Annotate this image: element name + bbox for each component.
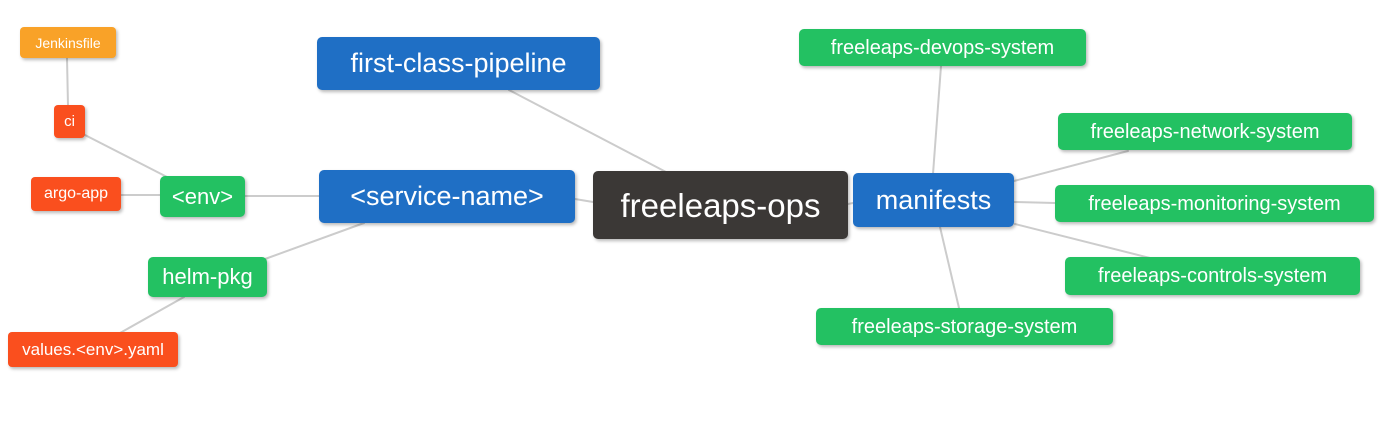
node-ci[interactable]: ci [54,105,85,138]
node-values-env-yaml[interactable]: values.<env>.yaml [8,332,178,367]
node-freeleaps-monitoring-system[interactable]: freeleaps-monitoring-system [1055,185,1374,222]
edge-service-name-helm-pkg [264,222,365,260]
node-freeleaps-controls-system[interactable]: freeleaps-controls-system [1065,257,1360,295]
node-manifests[interactable]: manifests [853,173,1014,227]
node-first-class-pipeline[interactable]: first-class-pipeline [317,37,600,90]
node-freeleaps-storage-system[interactable]: freeleaps-storage-system [816,308,1113,345]
node-freeleaps-ops[interactable]: freeleaps-ops [593,171,848,239]
edge-manifests-storage-system [939,226,960,309]
node-env[interactable]: <env> [160,176,245,217]
edge-manifests-monitoring-system [1013,201,1056,204]
edge-helm-pkg-values-env-yaml [119,296,185,334]
edge-service-name-ops [574,198,594,203]
edge-manifests-network-system [1013,150,1129,182]
node-service-name[interactable]: <service-name> [319,170,575,223]
edge-manifests-devops-system [932,65,942,175]
node-freeleaps-devops-system[interactable]: freeleaps-devops-system [799,29,1086,66]
edge-first-class-pipeline-ops [508,89,667,173]
node-freeleaps-network-system[interactable]: freeleaps-network-system [1058,113,1352,150]
edge-ci-env [82,133,170,179]
node-helm-pkg[interactable]: helm-pkg [148,257,267,297]
edge-jenkinsfile-ci [66,57,69,107]
node-argo-app[interactable]: argo-app [31,177,121,211]
edge-manifests-controls-system [1014,223,1151,259]
node-jenkinsfile[interactable]: Jenkinsfile [20,27,116,58]
